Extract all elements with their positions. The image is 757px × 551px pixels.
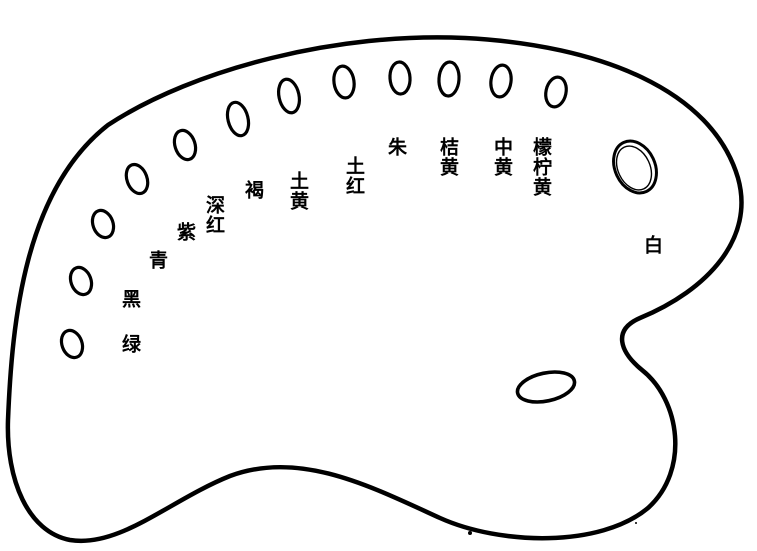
paint-well-ochre <box>276 77 302 115</box>
label-lemon-yellow: 檬柠黄 <box>530 137 552 197</box>
label-ochre: 土黄 <box>287 171 309 211</box>
label-orange-yellow: 桔黄 <box>437 137 459 177</box>
paint-well-black <box>68 265 94 297</box>
label-black: 黑 <box>119 289 141 309</box>
paint-well-white <box>612 139 658 195</box>
label-cyan: 青 <box>146 250 168 270</box>
label-deep-red: 深红 <box>203 195 225 235</box>
label-brown: 褐 <box>242 180 264 200</box>
paint-well-orange-yellow <box>437 60 461 98</box>
palette-outline <box>5 35 744 544</box>
paint-well-white-inner <box>615 145 653 191</box>
paint-well-cyan <box>90 208 116 240</box>
label-white: 白 <box>641 235 663 255</box>
label-middle-yellow: 中黄 <box>491 137 513 177</box>
paint-well-deep-red <box>172 128 198 162</box>
paint-well-brown <box>225 100 251 138</box>
paint-well-lemon-yellow <box>544 75 568 109</box>
label-green: 绿 <box>119 334 141 354</box>
paint-well-vermilion <box>388 60 412 96</box>
label-earth-red: 土红 <box>343 156 365 196</box>
paint-well-middle-yellow <box>489 63 513 99</box>
label-purple: 紫 <box>174 222 196 242</box>
print-speck <box>468 531 472 535</box>
print-speck <box>635 522 637 524</box>
paint-well-earth-red <box>332 64 356 100</box>
label-vermilion: 朱 <box>385 137 407 157</box>
paint-well-green <box>59 328 85 360</box>
paint-well-purple <box>124 162 150 196</box>
thumb-hole <box>515 370 577 404</box>
